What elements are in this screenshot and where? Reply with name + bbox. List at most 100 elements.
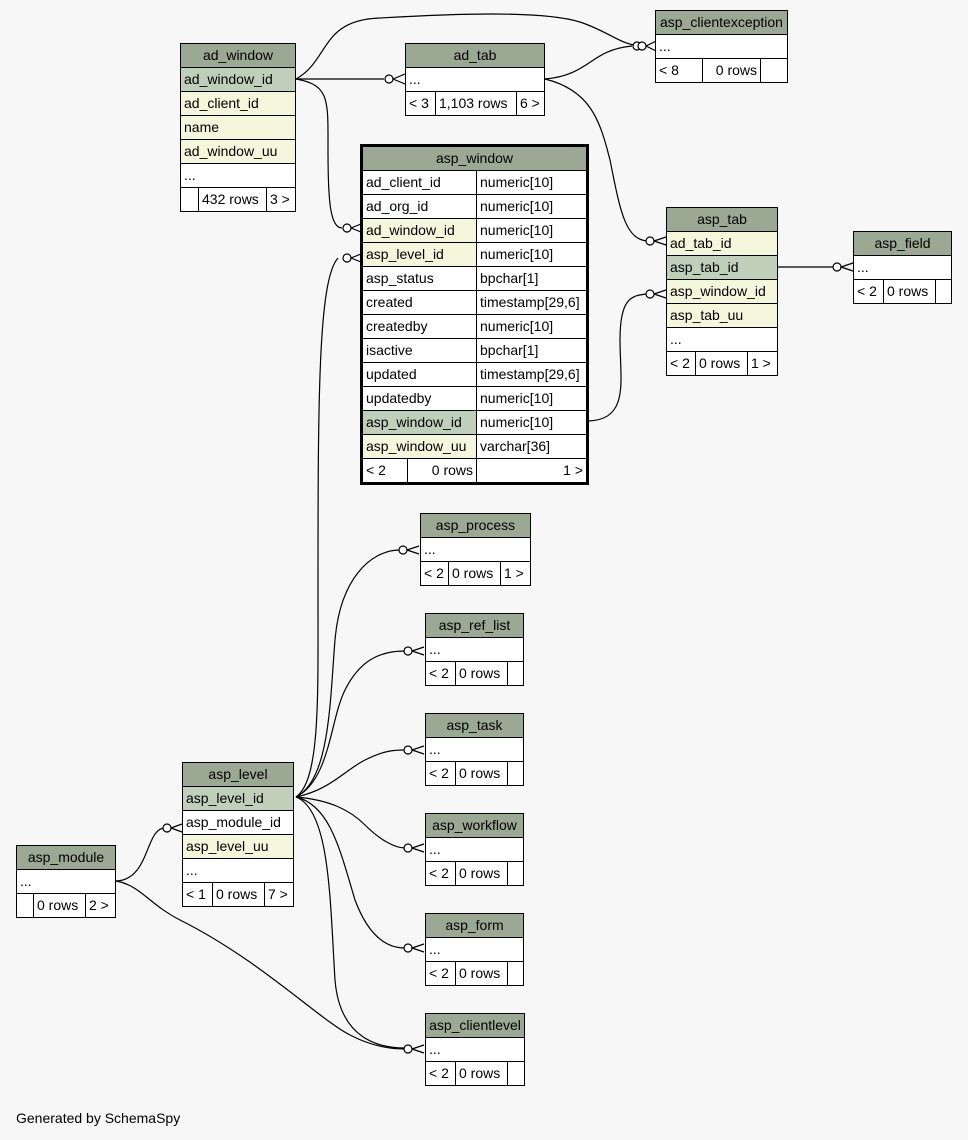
- column-more[interactable]: ...: [406, 68, 544, 92]
- column-name[interactable]: name: [181, 116, 295, 140]
- parents-link[interactable]: < 2: [426, 962, 456, 985]
- parents-link[interactable]: < 2: [426, 862, 456, 885]
- column-name-cell[interactable]: created: [363, 291, 477, 315]
- table-footer: 432 rows 3 >: [181, 188, 295, 211]
- column-asp-level-id[interactable]: asp_level_id: [183, 787, 293, 811]
- table-header[interactable]: asp_clientexception: [656, 11, 787, 35]
- children-link[interactable]: 1 >: [504, 565, 524, 581]
- parents-link[interactable]: < 2: [426, 762, 456, 785]
- column-more[interactable]: ...: [854, 256, 951, 280]
- column-name-cell[interactable]: ad_window_id: [363, 219, 477, 243]
- children-link[interactable]: [936, 280, 951, 303]
- table-header[interactable]: asp_task: [426, 714, 523, 738]
- parents-link[interactable]: < 1: [183, 883, 213, 906]
- column-name-cell[interactable]: ad_org_id: [363, 195, 477, 219]
- parents-link[interactable]: < 2: [363, 459, 408, 482]
- column-asp-window-id[interactable]: asp_window_id: [667, 280, 777, 304]
- column-ad-tab-id[interactable]: ad_tab_id: [667, 232, 777, 256]
- column-asp-level-uu[interactable]: asp_level_uu: [183, 835, 293, 859]
- column-name-cell[interactable]: asp_window_id: [363, 411, 477, 435]
- column-more[interactable]: ...: [421, 538, 530, 562]
- column-name-cell[interactable]: updatedby: [363, 387, 477, 411]
- column-more[interactable]: ...: [667, 328, 777, 352]
- children-link[interactable]: [508, 1062, 524, 1085]
- children-link[interactable]: [508, 862, 523, 885]
- table-asp-module[interactable]: asp_module ... 0 rows 2 >: [16, 845, 116, 918]
- column-name-cell[interactable]: asp_level_id: [363, 243, 477, 267]
- children-link[interactable]: 7 >: [268, 886, 288, 902]
- column-more[interactable]: ...: [183, 859, 293, 883]
- table-header[interactable]: asp_ref_list: [426, 614, 523, 638]
- children-link[interactable]: [508, 962, 523, 985]
- edge-asp-level-asp-form: [295, 796, 406, 949]
- table-asp-level[interactable]: asp_level asp_level_id asp_module_id asp…: [182, 762, 294, 907]
- table-header[interactable]: asp_clientlevel: [426, 1014, 524, 1038]
- children-link[interactable]: 1 >: [563, 462, 583, 478]
- parents-link[interactable]: [17, 894, 34, 917]
- column-more[interactable]: ...: [426, 938, 523, 962]
- table-header[interactable]: asp_process: [421, 514, 530, 538]
- table-ad-window[interactable]: ad_window ad_window_id ad_client_id name…: [180, 43, 296, 212]
- table-header[interactable]: asp_field: [854, 232, 951, 256]
- table-header[interactable]: ad_window: [181, 44, 295, 68]
- children-link[interactable]: [761, 59, 787, 82]
- column-asp-tab-uu[interactable]: asp_tab_uu: [667, 304, 777, 328]
- column-name-cell[interactable]: ad_client_id: [363, 171, 477, 195]
- column-ad-window-id[interactable]: ad_window_id: [181, 68, 295, 92]
- children-link[interactable]: [508, 662, 523, 685]
- table-asp-process[interactable]: asp_process ... < 2 0 rows 1 >: [420, 513, 531, 586]
- table-header[interactable]: asp_tab: [667, 208, 777, 232]
- column-more[interactable]: ...: [17, 870, 115, 894]
- column-more[interactable]: ...: [181, 164, 295, 188]
- column-type-cell: numeric[10]: [477, 243, 587, 267]
- parents-link[interactable]: < 2: [426, 662, 456, 685]
- table-header[interactable]: asp_module: [17, 846, 115, 870]
- column-asp-tab-id[interactable]: asp_tab_id: [667, 256, 777, 280]
- table-asp-window[interactable]: asp_window ad_client_id numeric[10] ad_o…: [360, 144, 589, 485]
- table-asp-field[interactable]: asp_field ... < 2 0 rows: [853, 231, 952, 304]
- parents-link[interactable]: < 8: [656, 59, 703, 82]
- table-asp-workflow[interactable]: asp_workflow ... < 2 0 rows: [425, 813, 524, 886]
- table-ad-tab[interactable]: ad_tab ... < 3 1,103 rows 6 >: [405, 43, 545, 116]
- table-asp-tab[interactable]: asp_tab ad_tab_id asp_tab_id asp_window_…: [666, 207, 778, 376]
- children-link[interactable]: 3 >: [270, 191, 290, 207]
- table-header[interactable]: asp_workflow: [426, 814, 523, 838]
- table-footer: 0 rows 2 >: [17, 894, 115, 917]
- column-type-cell: timestamp[29,6]: [477, 363, 587, 387]
- column-name-cell[interactable]: asp_status: [363, 267, 477, 291]
- table-header[interactable]: asp_form: [426, 914, 523, 938]
- column-more[interactable]: ...: [426, 638, 523, 662]
- column-more[interactable]: ...: [426, 738, 523, 762]
- parents-link[interactable]: < 2: [854, 280, 884, 303]
- parents-link[interactable]: < 3: [406, 92, 436, 115]
- column-ad-window-uu[interactable]: ad_window_uu: [181, 140, 295, 164]
- table-asp-task[interactable]: asp_task ... < 2 0 rows: [425, 713, 524, 786]
- parents-link[interactable]: [181, 188, 199, 211]
- table-asp-clientlevel[interactable]: asp_clientlevel ... < 2 0 rows: [425, 1013, 525, 1086]
- column-more[interactable]: ...: [426, 1038, 524, 1062]
- table-asp-form[interactable]: asp_form ... < 2 0 rows: [425, 913, 524, 986]
- column-name-cell[interactable]: createdby: [363, 315, 477, 339]
- parents-link[interactable]: < 2: [667, 352, 696, 375]
- column-name-cell[interactable]: updated: [363, 363, 477, 387]
- children-link[interactable]: 2 >: [89, 897, 109, 913]
- table-header[interactable]: asp_level: [183, 763, 293, 787]
- crowfoot-marker: [840, 262, 854, 272]
- column-more[interactable]: ...: [426, 838, 523, 862]
- crowfoot-marker: [406, 545, 420, 555]
- column-name-cell[interactable]: isactive: [363, 339, 477, 363]
- table-header[interactable]: asp_window: [363, 147, 586, 171]
- children-link[interactable]: 6 >: [520, 95, 540, 111]
- column-asp-module-id[interactable]: asp_module_id: [183, 811, 293, 835]
- table-asp-clientexception[interactable]: asp_clientexception ... < 8 0 rows: [655, 10, 788, 83]
- parents-link[interactable]: < 2: [421, 562, 449, 585]
- table-header[interactable]: ad_tab: [406, 44, 544, 68]
- children-link[interactable]: 1 >: [751, 355, 771, 371]
- parents-link[interactable]: < 2: [426, 1062, 456, 1085]
- edge-end-marker: [342, 223, 352, 233]
- table-asp-ref-list[interactable]: asp_ref_list ... < 2 0 rows: [425, 613, 524, 686]
- column-ad-client-id[interactable]: ad_client_id: [181, 92, 295, 116]
- column-name-cell[interactable]: asp_window_uu: [363, 435, 477, 459]
- column-more[interactable]: ...: [656, 35, 787, 59]
- children-link[interactable]: [508, 762, 523, 785]
